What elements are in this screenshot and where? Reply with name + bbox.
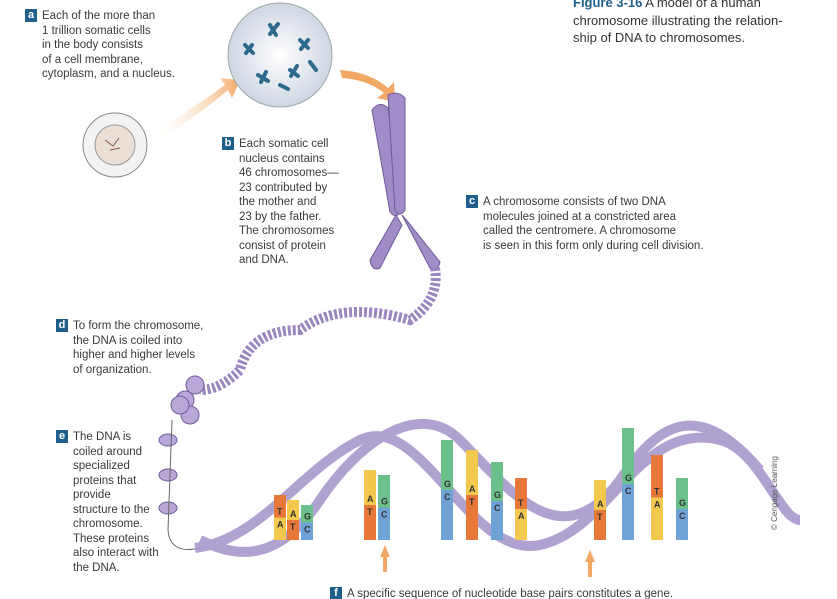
base-C [676,509,688,540]
base-letter: A [518,511,525,521]
base-letter: G [494,490,501,500]
base-letter: A [654,500,661,510]
label-c-text: A chromosome consists of two DNA [483,196,666,208]
base-C [622,484,634,540]
label-f-text: A specific sequence of nucleotide base p… [347,588,674,599]
badge-b: b [222,137,234,150]
base-T [594,510,606,540]
base-T [274,495,286,518]
badge-c: c [466,195,478,208]
base-A [364,470,376,505]
base-C [378,507,390,540]
label-d: d To form the chromosome, the DNA is coile… [56,319,203,377]
chromosome-icon [369,92,441,270]
base-C [491,501,503,540]
base-letter: T [597,512,603,522]
base-G [441,440,453,490]
figure-caption: Figure 3-16 A model of a human chromosom… [573,0,783,47]
badge-f: f [330,587,342,599]
base-letter: C [494,503,501,513]
base-letter: G [304,512,311,522]
base-A [287,500,299,520]
label-f: f A specific sequence of nucleotide base … [330,587,673,599]
label-b-rest: nucleus contains 46 chromosomes— 23 cont… [239,152,339,267]
label-c-rest: molecules joined at a constricted area c… [483,210,704,252]
base-letter: A [277,520,284,530]
arrow-cell-to-nucleus [150,78,240,142]
badge-a: a [25,9,37,22]
base-A [651,497,663,540]
label-d-text: To form the chromosome, [73,320,204,332]
copyright-credit: © Cengage Learning [770,456,779,530]
base-letter: C [625,486,632,496]
base-letter: T [367,507,373,517]
label-c: c A chromosome consists of two DNA molecul… [466,195,704,253]
base-letter: A [367,494,374,504]
label-b: b Each somatic cell nucleus contains 46 ch… [222,137,339,268]
nucleosomes [158,375,205,515]
base-letter: T [277,507,283,517]
label-e-text: The DNA is [73,431,132,443]
base-A [466,450,478,495]
coiled-dna-strand [199,267,441,395]
base-letter: T [290,522,296,532]
base-T [364,505,376,540]
base-letter: C [679,511,686,521]
base-letter: G [625,473,632,483]
label-e-rest: coiled around specialized proteins that … [73,445,159,574]
label-a-text: Each of the more than [42,10,156,22]
nucleus-icon [227,2,333,108]
label-b-text: Each somatic cell [239,138,329,150]
base-letter: G [679,498,686,508]
dna-thread [167,419,201,550]
base-letter: T [654,487,660,497]
base-T [287,520,299,540]
base-letter: T [518,498,524,508]
label-a-rest: 1 trillion somatic cells in the body con… [42,24,175,81]
figure-number: Figure 3-16 [573,0,643,10]
base-letter: A [469,484,476,494]
figure-title-rest: chromosome illustrating the relation- sh… [573,12,783,46]
arrow-nucleus-to-chromosome [340,70,395,102]
base-A [274,517,286,540]
base-letter: A [290,509,297,519]
base-T [515,478,527,509]
base-letter: C [381,510,388,520]
arrow-gene-1 [380,545,390,572]
arrow-gene-2 [585,550,595,577]
base-letter: T [469,497,475,507]
label-e: e The DNA is coiled around specialized pro… [56,430,159,575]
base-letter: A [597,499,604,509]
label-d-rest: the DNA is coiled into higher and higher… [73,334,196,376]
badge-e: e [56,430,68,443]
label-a: a Each of the more than 1 trillion somatic… [25,9,175,82]
base-letter: G [381,497,388,507]
figure-title: A model of a human [645,0,761,10]
base-T [651,455,663,498]
cell-icon [82,112,148,178]
base-C [441,490,453,540]
base-letter: C [444,492,451,502]
base-G [676,478,688,509]
base-G [491,462,503,501]
badge-d: d [56,319,68,332]
base-A [515,509,527,540]
base-G [622,428,634,484]
base-A [594,480,606,510]
base-letter: G [444,479,451,489]
base-letter: C [304,525,311,535]
base-C [301,522,313,540]
base-G [378,475,390,508]
base-T [466,495,478,540]
base-G [301,505,313,523]
